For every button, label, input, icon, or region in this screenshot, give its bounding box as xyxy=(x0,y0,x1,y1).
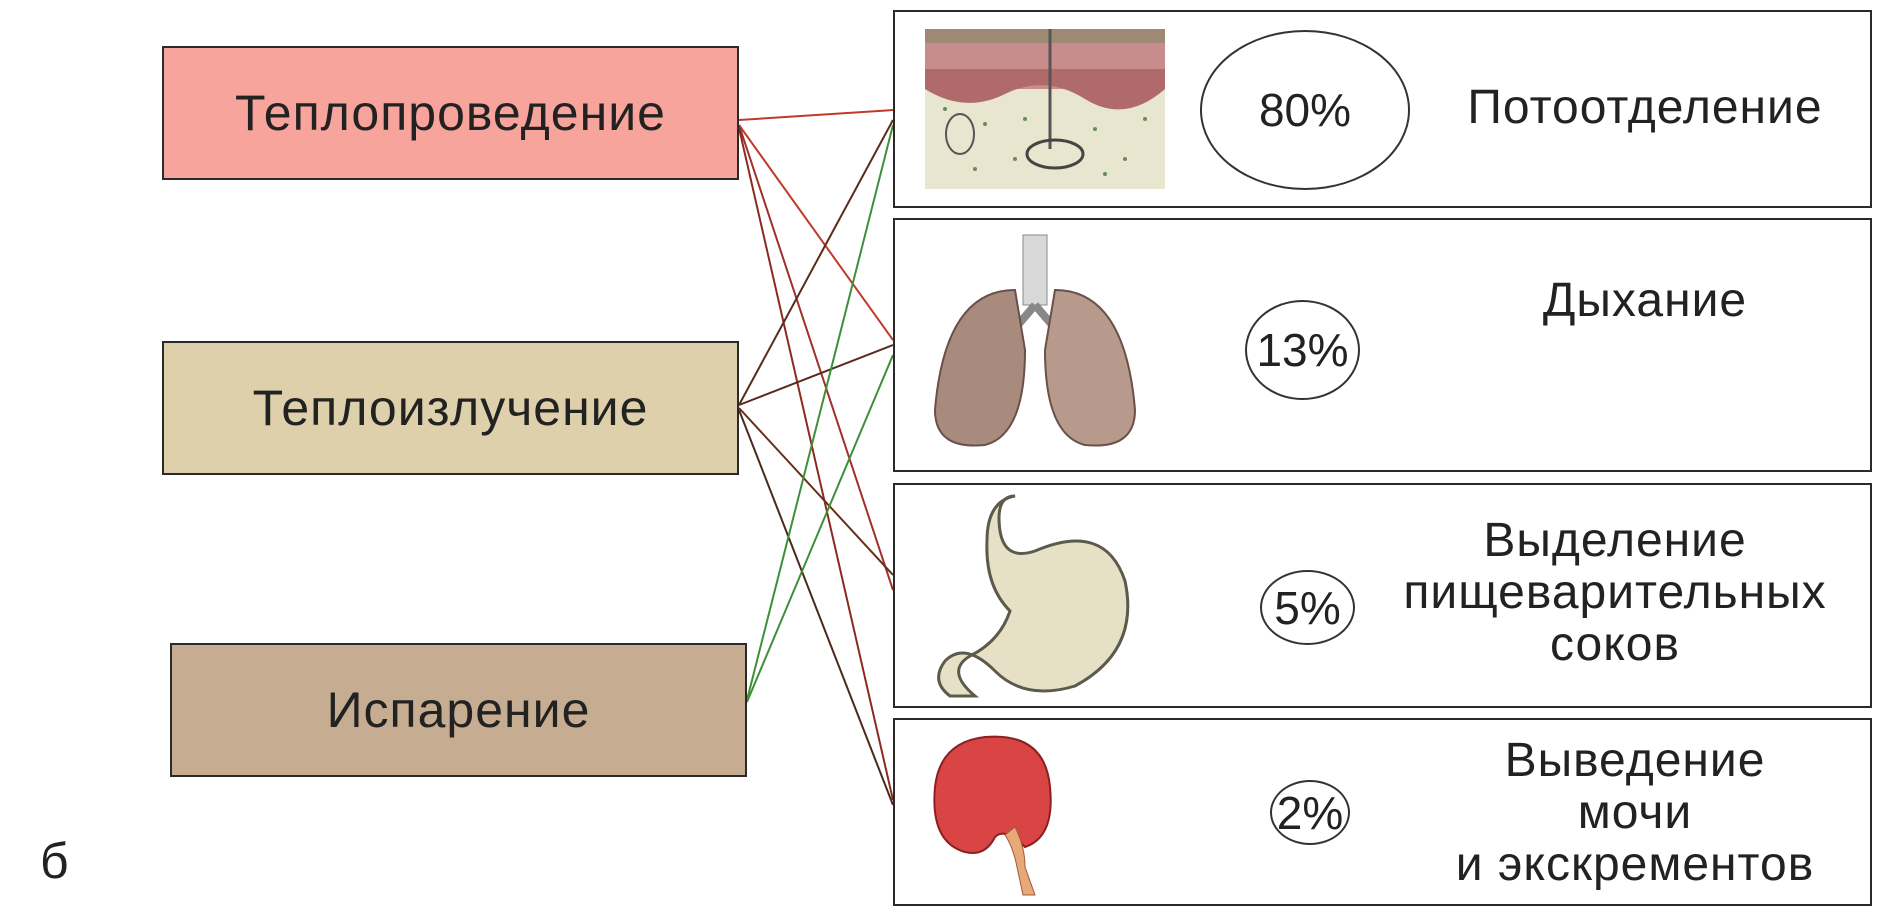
connection-conduction-breathing xyxy=(739,125,893,340)
route-excretion-label-line-3: и экскрементов xyxy=(1425,839,1845,891)
percent-breathing: 13% xyxy=(1256,323,1348,377)
connection-radiation-sweat xyxy=(739,120,893,405)
mechanism-radiation-box: Теплоизлучение xyxy=(162,341,739,475)
route-sweat-label: Потоотделение xyxy=(1435,82,1855,134)
route-breathing-label: Дыхание xyxy=(1435,275,1855,327)
panel-letter: б xyxy=(40,832,69,890)
route-breathing-box: 13% Дыхание xyxy=(893,218,1872,472)
lungs-illustration xyxy=(925,230,1145,460)
connection-radiation-excretion xyxy=(739,410,893,805)
percent-circle-breathing: 13% xyxy=(1245,300,1360,400)
route-digestive-label: Выделение пищеварительных соков xyxy=(1370,515,1860,671)
route-excretion-label-line-1: Выведение xyxy=(1425,735,1845,787)
mechanism-evaporation-label: Испарение xyxy=(327,681,591,739)
route-excretion-box: 2% Выведение мочи и экскрементов xyxy=(893,718,1872,906)
connection-radiation-digestive xyxy=(739,408,893,575)
route-breathing-label-line-1: Дыхание xyxy=(1435,275,1855,327)
connection-conduction-excretion xyxy=(739,128,893,800)
skin-section-illustration xyxy=(925,29,1165,189)
route-digestive-box: 5% Выделение пищеварительных соков xyxy=(893,483,1872,708)
kidney-illustration xyxy=(925,727,1075,897)
route-excretion-label-line-2: мочи xyxy=(1425,787,1845,839)
percent-circle-sweat: 80% xyxy=(1200,30,1410,190)
mechanism-radiation-label: Теплоизлучение xyxy=(253,379,649,437)
mechanism-conduction-box: Теплопроведение xyxy=(162,46,739,180)
mechanism-conduction-label: Теплопроведение xyxy=(235,84,666,142)
route-digestive-label-line-3: соков xyxy=(1370,619,1860,671)
mechanism-evaporation-box: Испарение xyxy=(170,643,747,777)
route-digestive-label-line-1: Выделение xyxy=(1370,515,1860,567)
percent-digestive: 5% xyxy=(1274,581,1340,635)
route-digestive-label-line-2: пищеварительных xyxy=(1370,567,1860,619)
route-sweat-box: 80% Потоотделение xyxy=(893,10,1872,208)
connection-evaporation-breathing xyxy=(747,355,893,702)
percent-sweat: 80% xyxy=(1259,83,1351,137)
percent-circle-digestive: 5% xyxy=(1260,570,1355,645)
route-sweat-label-line-1: Потоотделение xyxy=(1435,82,1855,134)
route-excretion-label: Выведение мочи и экскрементов xyxy=(1425,735,1845,891)
stomach-illustration xyxy=(925,491,1145,701)
connection-evaporation-sweat xyxy=(747,125,893,700)
connection-radiation-breathing xyxy=(739,345,893,405)
connection-conduction-digestive xyxy=(739,125,893,590)
connection-conduction-sweat xyxy=(739,110,893,120)
percent-circle-excretion: 2% xyxy=(1270,780,1350,845)
percent-excretion: 2% xyxy=(1277,786,1343,840)
